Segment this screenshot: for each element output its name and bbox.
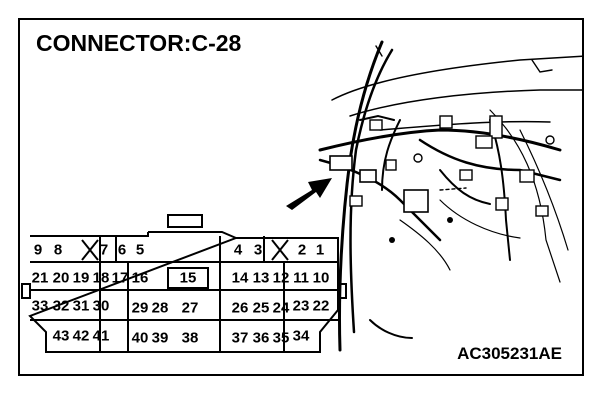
pin-label: 8 [54, 242, 62, 259]
pin-label: 36 [253, 330, 270, 347]
pin-label: 30 [93, 298, 110, 315]
connector-diagram: 9 8 7 6 5 4 3 2 1 21 20 19 18 17 16 15 1… [21, 40, 582, 353]
pin-label: 11 [293, 270, 309, 287]
pin-label: 32 [53, 298, 70, 315]
pin-label: 39 [152, 330, 169, 347]
pin-label: 31 [73, 298, 90, 315]
blank-cavity-mark [271, 239, 289, 261]
pin-label: 17 [112, 270, 129, 287]
pin-label: 34 [293, 328, 310, 345]
pin-label: 9 [34, 242, 42, 259]
pin-label: 27 [182, 300, 199, 317]
pin-label: 1 [316, 242, 324, 259]
pointer-arrow [286, 178, 332, 210]
connector-outline [21, 214, 347, 353]
pin-label: 16 [132, 270, 149, 287]
pin-label: 42 [73, 328, 90, 345]
pin-label: 28 [152, 300, 169, 317]
pin-label: 5 [136, 242, 144, 259]
pin-label: 18 [93, 270, 110, 287]
pin-label: 41 [93, 328, 110, 345]
pin-label: 12 [273, 270, 290, 287]
figure-code: AC305231AE [457, 344, 562, 363]
pin-label: 37 [232, 330, 249, 347]
pin-label: 15 [180, 270, 197, 287]
connector-latch [167, 214, 203, 228]
pin-label: 7 [100, 242, 108, 259]
wiring-harness-illustration [318, 40, 582, 352]
pin-label: 3 [254, 242, 262, 259]
pin-label: 23 [293, 298, 310, 315]
pin-15-box [167, 267, 209, 289]
pin-label: 26 [232, 300, 249, 317]
pin-label: 4 [234, 242, 243, 259]
pin-label: 22 [313, 298, 330, 315]
blank-cavity-mark [81, 239, 99, 261]
pin-label: 20 [53, 270, 70, 287]
pin-label: 25 [253, 300, 270, 317]
pin-label: 40 [132, 330, 149, 347]
pin-label: 38 [182, 330, 199, 347]
pin-label: 35 [273, 330, 290, 347]
pin-labels: 9 8 7 6 5 4 3 2 1 21 20 19 18 17 16 15 1… [32, 242, 330, 347]
pin-label: 33 [32, 298, 49, 315]
connector-title: CONNECTOR:C-28 [36, 30, 242, 56]
pin-label: 19 [73, 270, 90, 287]
connector-side-tab-left [21, 283, 31, 299]
pin-label: 43 [53, 328, 70, 345]
figure-frame: CONNECTOR:C-28 [18, 18, 584, 376]
pin-label: 14 [232, 270, 249, 287]
pin-label: 13 [253, 270, 270, 287]
pin-label: 10 [313, 270, 330, 287]
pin-label: 29 [132, 300, 149, 317]
pin-label: 6 [118, 242, 126, 259]
pin-label: 2 [298, 242, 306, 259]
pin-label: 21 [32, 270, 49, 287]
pin-label: 24 [273, 300, 290, 317]
